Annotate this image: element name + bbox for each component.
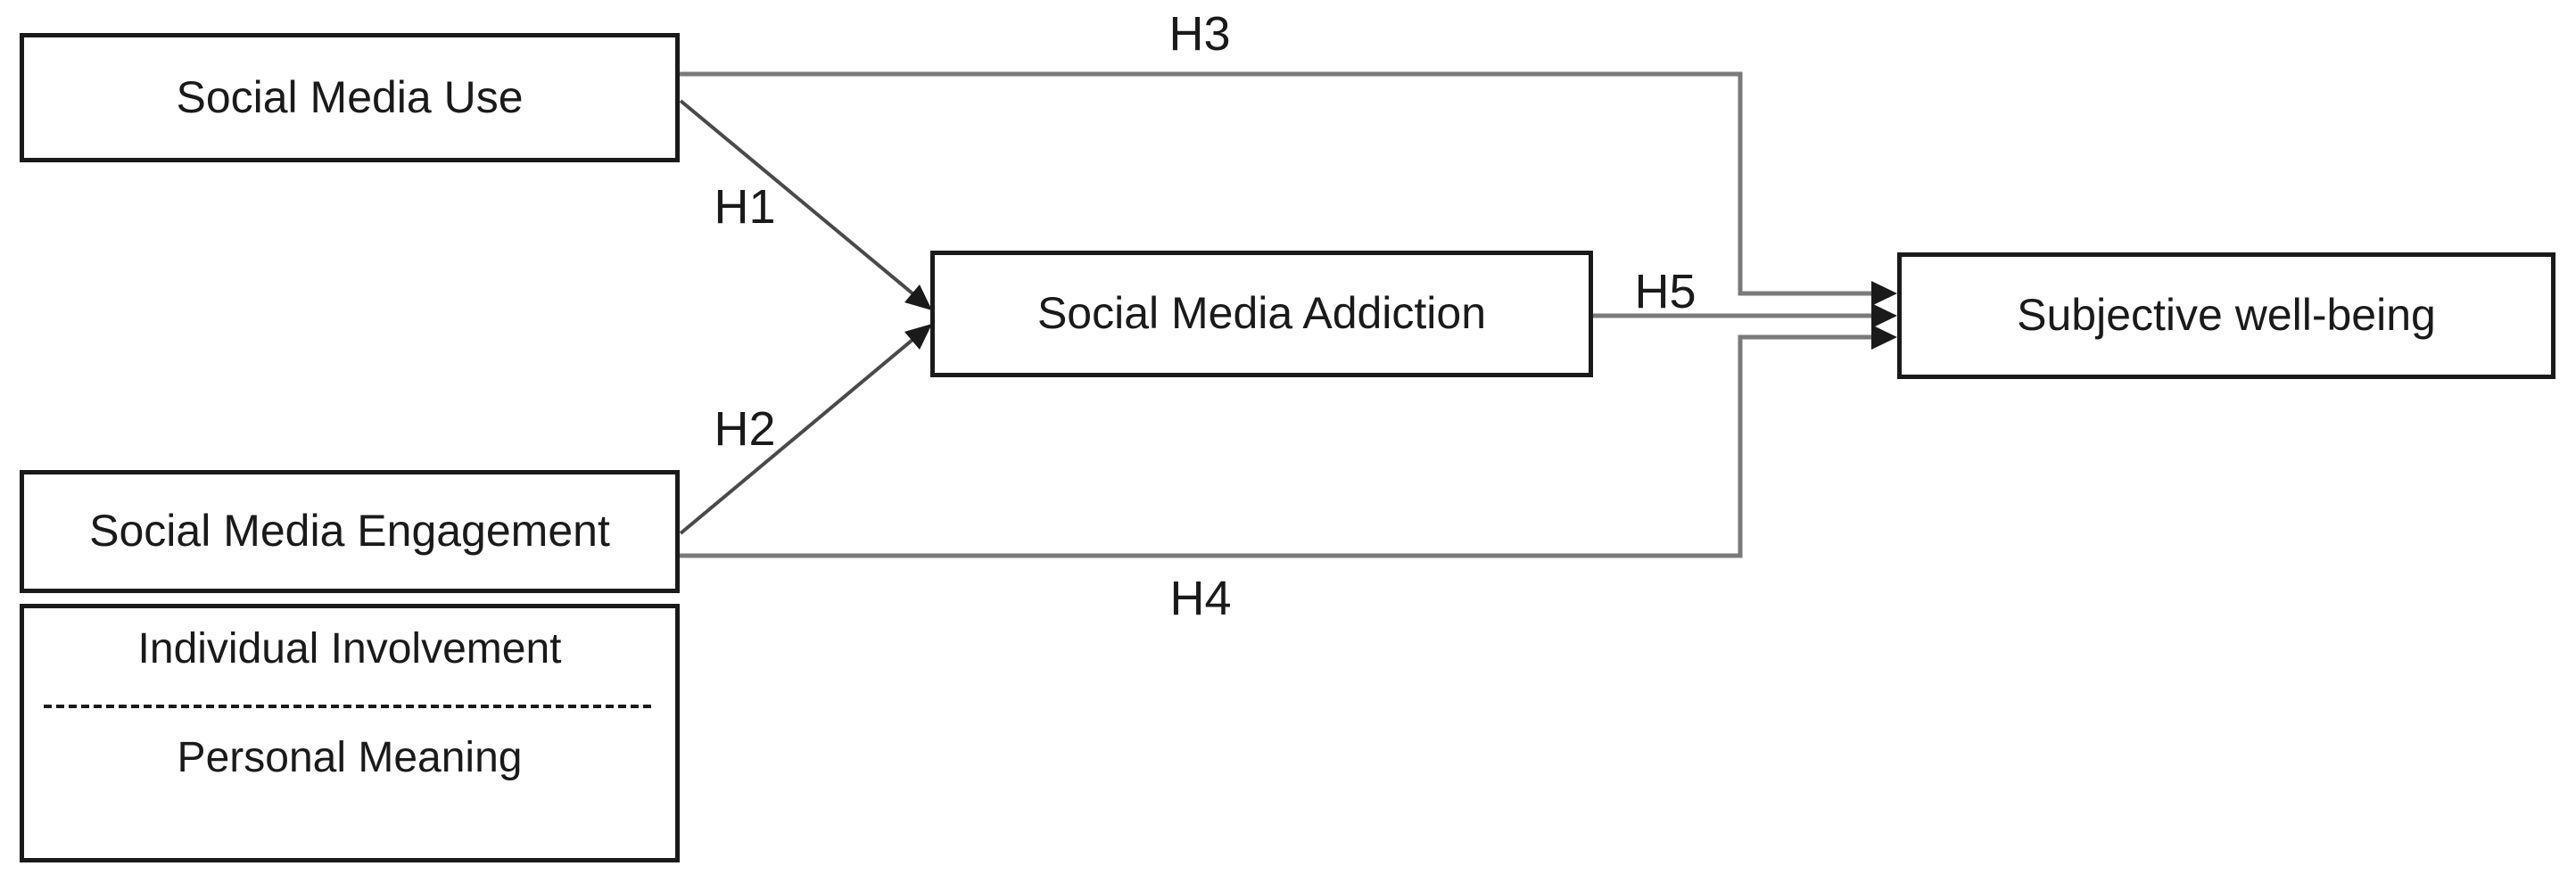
node-social-media-engagement: Social Media Engagement <box>20 470 680 593</box>
node-social-media-use: Social Media Use <box>20 33 680 162</box>
node-label: Subjective well-being <box>2017 290 2436 341</box>
h3-connector-line <box>680 71 1872 296</box>
dimension-personal-meaning: Personal Meaning <box>177 734 523 781</box>
h3-arrowhead-icon <box>1871 281 1897 306</box>
h4-arrowhead-icon <box>1871 325 1897 350</box>
hypothesis-label-h5: H5 <box>1634 265 1697 318</box>
hypothesis-label-h3: H3 <box>1168 7 1231 61</box>
node-subjective-well-being: Subjective well-being <box>1897 252 2555 379</box>
node-social-media-addiction: Social Media Addiction <box>930 251 1593 377</box>
h2-arrowhead-icon <box>904 324 932 350</box>
h2-connector-line <box>679 338 914 535</box>
h1-connector-line <box>679 99 914 295</box>
dimension-individual-involvement: Individual Involvement <box>137 625 562 672</box>
node-engagement-dimensions: Individual Involvement Personal Meaning <box>20 604 680 862</box>
h4-connector-line <box>680 334 1872 558</box>
node-label: Social Media Addiction <box>1036 288 1487 339</box>
h5-arrowhead-icon <box>1871 303 1897 328</box>
dashed-divider <box>44 705 656 708</box>
node-label: Social Media Engagement <box>89 506 610 557</box>
hypothesis-label-h2: H2 <box>714 402 776 456</box>
hypothesis-label-h4: H4 <box>1169 572 1232 625</box>
node-label: Social Media Use <box>176 71 524 122</box>
h1-arrowhead-icon <box>904 285 932 310</box>
hypothesis-label-h1: H1 <box>714 180 776 234</box>
